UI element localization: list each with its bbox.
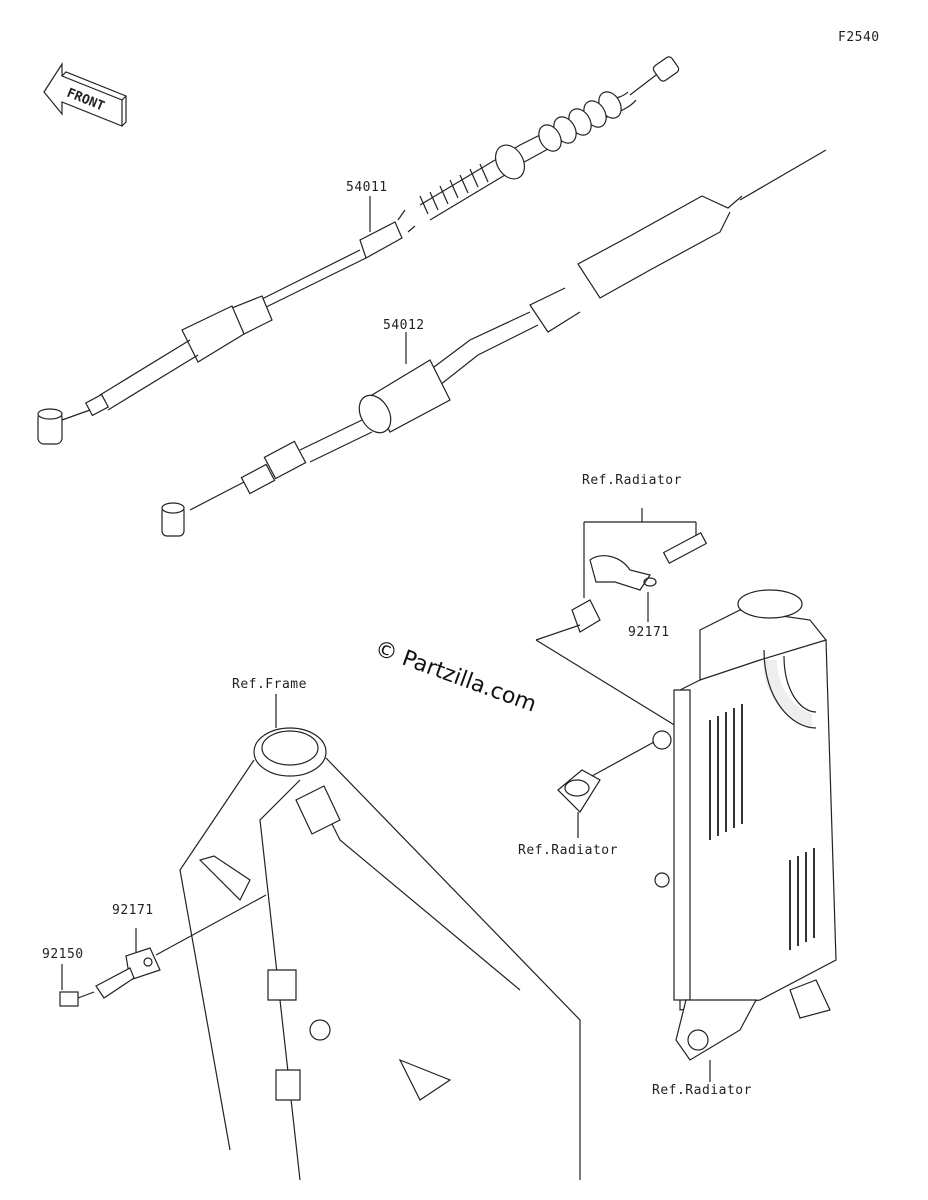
throttle-cable [161,149,827,537]
part-number-54011[interactable]: 54011 [346,180,388,195]
part-number-54012[interactable]: 54012 [383,318,425,333]
part-number-92150[interactable]: 92150 [42,947,84,962]
diagram-id: F2540 [838,30,880,45]
part-number-92171-lower[interactable]: 92171 [112,903,154,918]
ref-radiator-top: Ref.Radiator [582,473,682,488]
front-arrow-icon: FRONT [43,61,127,127]
ref-radiator-bottom: Ref.Radiator [652,1083,752,1098]
part-number-92171-upper[interactable]: 92171 [628,625,670,640]
ref-radiator-mid: Ref.Radiator [518,843,618,858]
radiator [535,508,837,1082]
frame [59,694,581,1181]
ref-frame: Ref.Frame [232,677,307,692]
clutch-cable [37,56,680,445]
